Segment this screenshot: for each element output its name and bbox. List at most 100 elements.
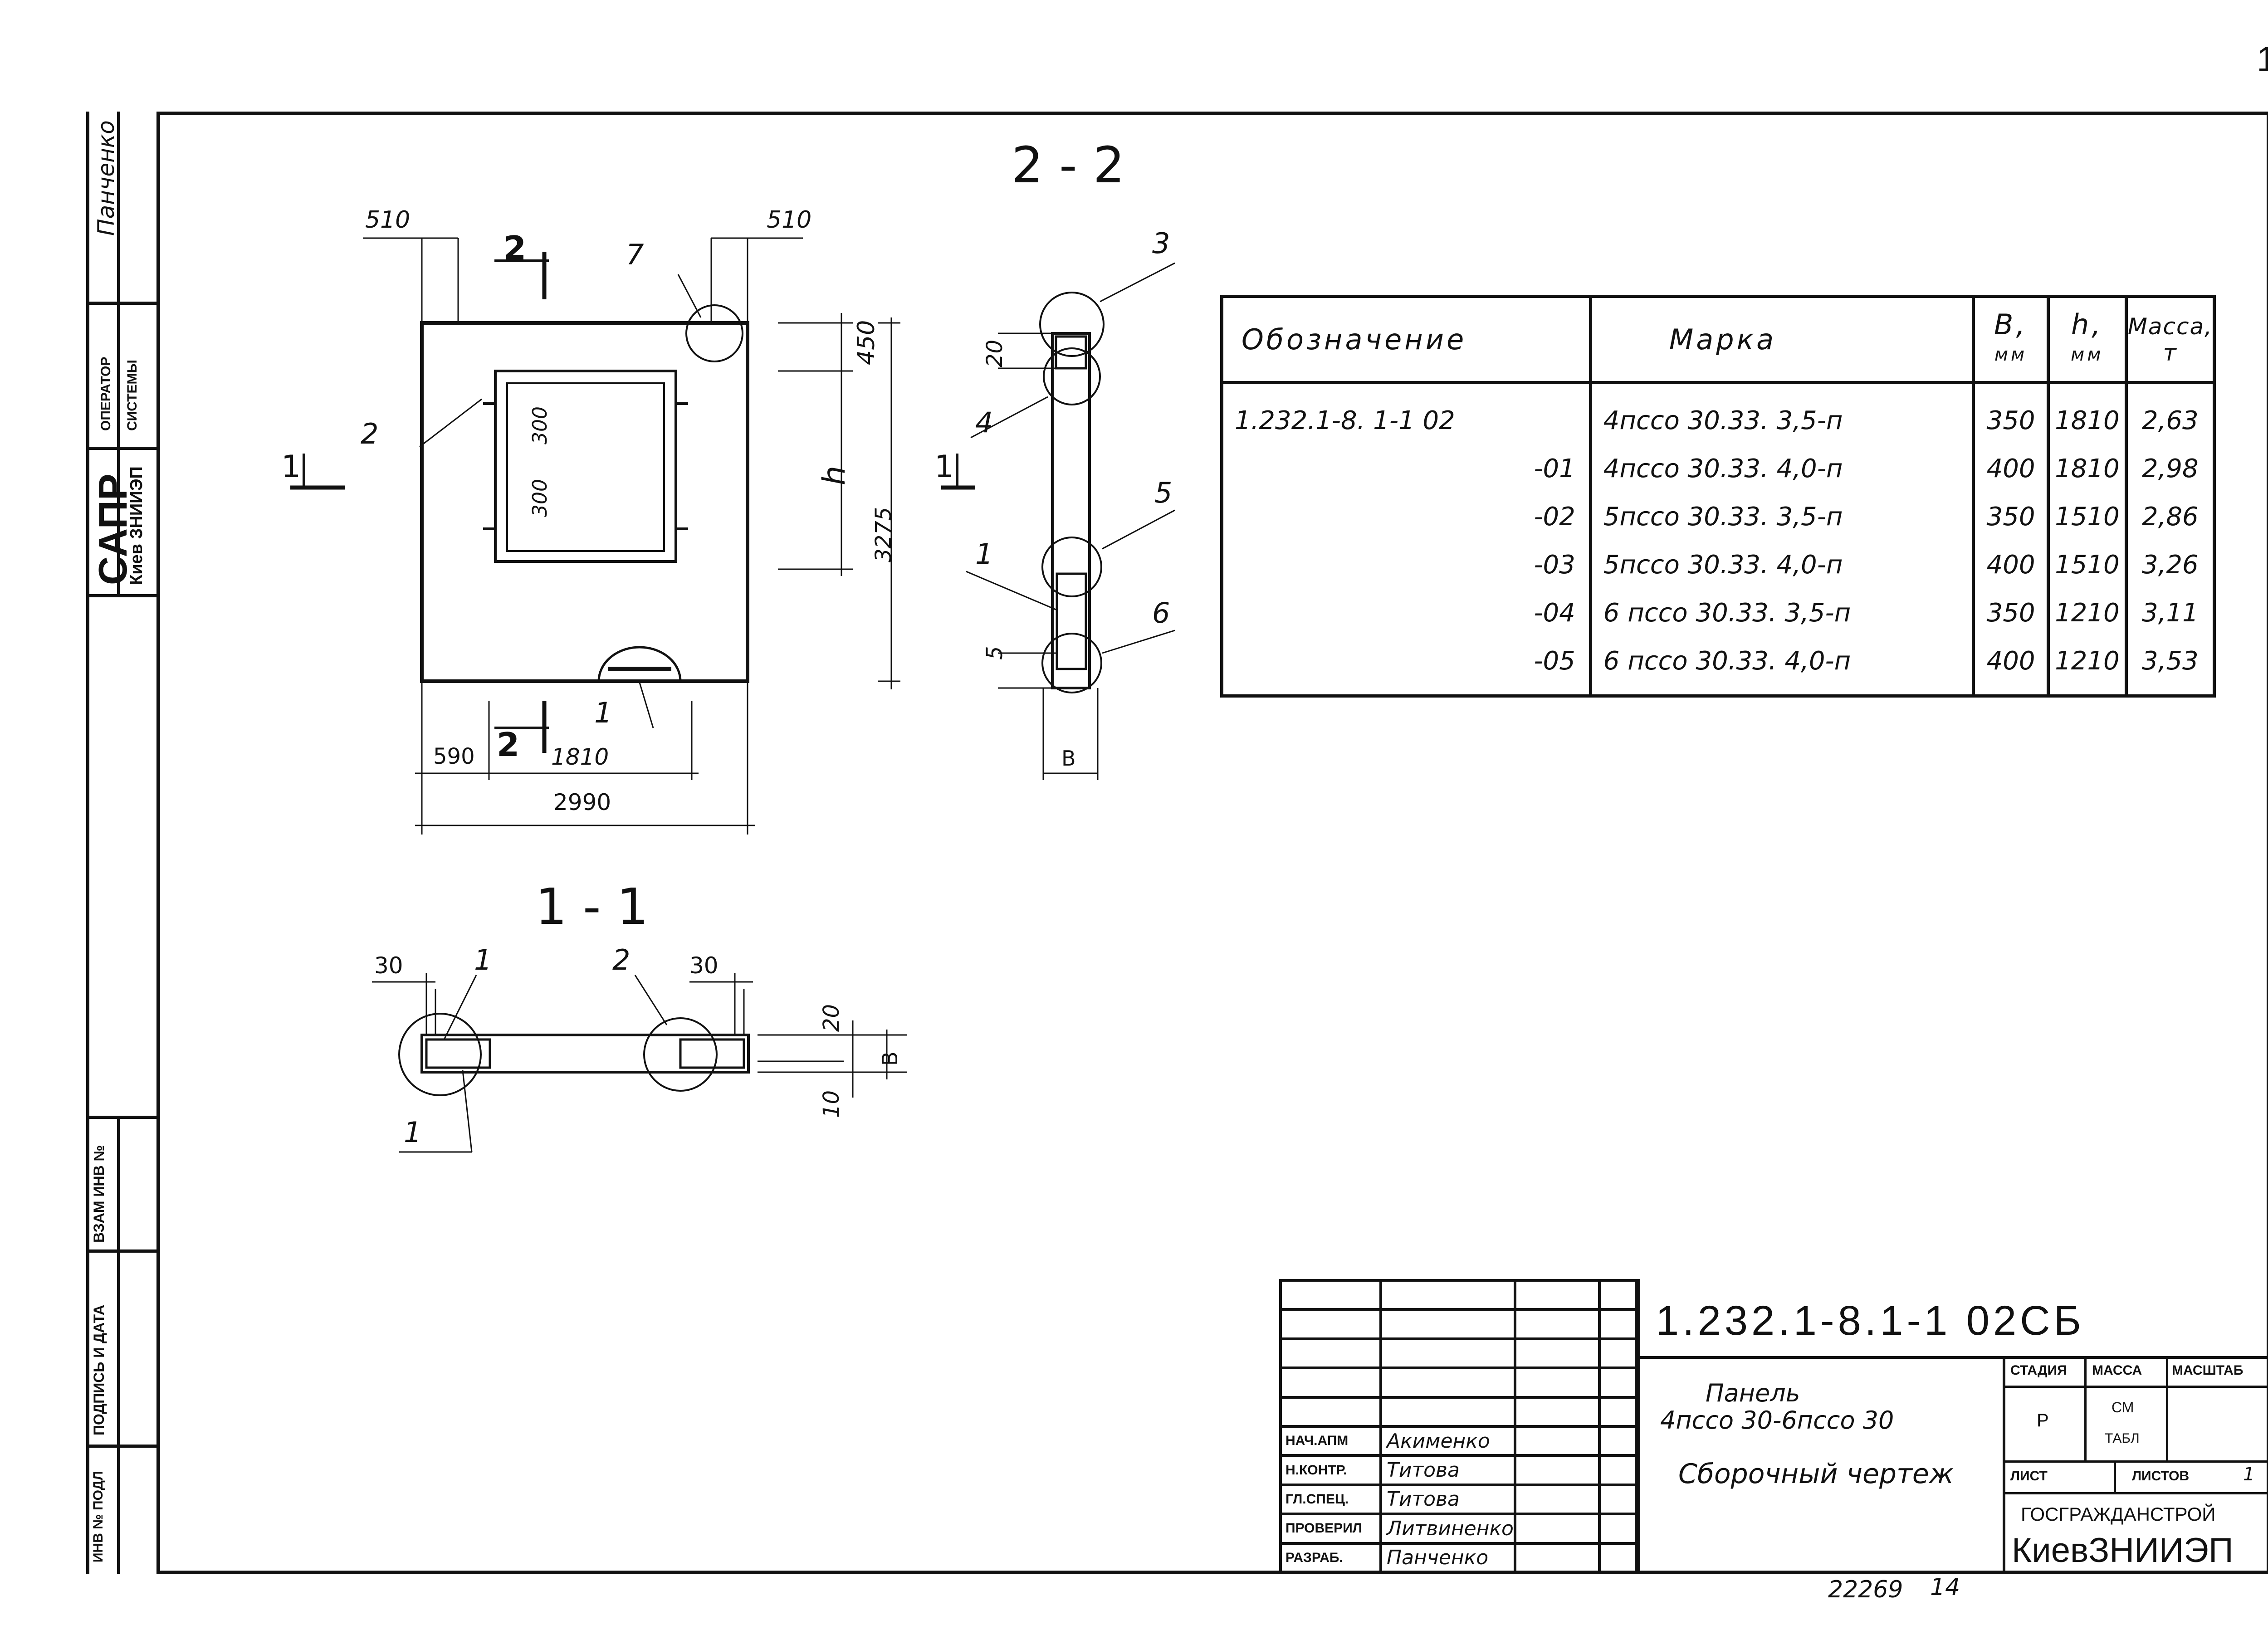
dim-b-bottom: B: [878, 1051, 902, 1066]
row-2-h: 1510: [2055, 502, 2120, 532]
row-0-designation: 1.232.1-8. 1-1 02: [1235, 406, 1455, 435]
sig-name-0: Акименко: [1379, 1425, 1516, 1457]
doc-code: 1.232.1-8.1-1 02СБ: [1656, 1298, 2085, 1344]
row-1-designation: -01: [1534, 454, 1575, 483]
row-4-mark: 6 пссо 30.33. 3,5-п: [1603, 598, 1851, 628]
row-2-mass: 2,86: [2142, 502, 2199, 532]
callout-4: 4: [975, 406, 993, 439]
header-b: B, мм: [1972, 295, 2050, 384]
row-3-mark: 5пссо 30.33. 4,0-п: [1603, 550, 1843, 580]
sig-row-1: Н.КОНТР. Титова: [1279, 1454, 1638, 1486]
sig-role-0: НАЧ.АПМ: [1279, 1425, 1382, 1457]
dim-2990: 2990: [553, 789, 611, 815]
sig-row-0: НАЧ.АПМ Акименко: [1279, 1425, 1638, 1457]
opening-inner: [506, 382, 665, 552]
header-mark: Марка: [1589, 295, 1975, 384]
row-1-mass: 2,98: [2142, 454, 2199, 483]
sig-row-3: ПРОВЕРИЛ Литвиненко: [1279, 1513, 1638, 1545]
bottom-callout-2: 2: [612, 943, 631, 976]
section-2-2-title: 2 - 2: [1012, 136, 1125, 194]
header-h-label: h,: [2071, 307, 2103, 341]
dim-5-side: 5: [982, 646, 1007, 660]
sig-role-2: ГЛ.СПЕЦ.: [1279, 1483, 1382, 1516]
sig-role-1: Н.КОНТР.: [1279, 1454, 1382, 1486]
sig-role-3: ПРОВЕРИЛ: [1279, 1513, 1382, 1545]
title-line-1: Панель: [1706, 1379, 1800, 1407]
section-1-1-title: 1 - 1: [535, 878, 649, 936]
callout-1: 1: [594, 696, 612, 729]
spec-body: 1.232.1-8. 1-1 02 -01 -02 -03 -04 -05 4п…: [1220, 381, 2216, 698]
row-1-mark: 4пссо 30.33. 4,0-п: [1603, 454, 1843, 483]
signature-grid: НАЧ.АПМ Акименко Н.КОНТР. Титова ГЛ.СПЕЦ…: [1279, 1279, 1638, 1574]
row-3-h: 1510: [2055, 550, 2120, 580]
row-3-mass: 3,26: [2142, 550, 2199, 580]
row-5-h: 1210: [2055, 646, 2120, 676]
sig-name-4: Панченко: [1379, 1542, 1516, 1574]
callout-3: 3: [1152, 227, 1170, 260]
sig-name-3: Литвиненко: [1379, 1513, 1516, 1545]
callout-1-side: 1: [975, 537, 993, 571]
dim-1810: 1810: [551, 744, 609, 770]
row-5-mark: 6 пссо 30.33. 4,0-п: [1603, 646, 1851, 676]
dim-510-left: 510: [365, 206, 411, 234]
stage-label: СТАДИЯ: [2010, 1363, 2067, 1378]
callout-section-1-right: 1: [934, 449, 954, 485]
sig-role-4: РАЗРАБ.: [1279, 1542, 1382, 1574]
row-3-b: 400: [1986, 550, 2035, 580]
dim-10-bottom: 10: [819, 1090, 844, 1118]
archive-number: 22269: [1828, 1576, 1903, 1603]
panel-outline: [420, 321, 749, 683]
col-mark: 4пссо 30.33. 3,5-п 4пссо 30.33. 4,0-п 5п…: [1589, 381, 1975, 698]
dim-590: 590: [433, 744, 475, 769]
sig-row-2: ГЛ.СПЕЦ. Титова: [1279, 1483, 1638, 1516]
mass-value-1: СМ: [2112, 1399, 2134, 1415]
dim-h: h: [816, 465, 852, 485]
mass-value-2: ТАБЛ: [2105, 1431, 2140, 1446]
sig-row-4: РАЗРАБ. Панченко: [1279, 1542, 1638, 1574]
detail-arc-1: [597, 646, 682, 682]
callout-6: 6: [1152, 596, 1170, 630]
row-0-mark: 4пссо 30.33. 3,5-п: [1603, 406, 1843, 435]
stage-value: Р: [2037, 1410, 2049, 1430]
dim-300-a: 300: [528, 406, 552, 444]
row-0-mass: 2,63: [2142, 406, 2199, 435]
callout-2-top: 2: [503, 229, 527, 267]
row-1-b: 400: [1986, 454, 2035, 483]
row-5-b: 400: [1986, 646, 2035, 676]
dim-450: 450: [853, 320, 880, 365]
archive-sheet: 14: [1930, 1574, 1960, 1601]
col-mass: 2,63 2,98 2,86 3,26 3,11 3,53: [2124, 381, 2216, 698]
dim-300-b: 300: [528, 479, 552, 517]
row-4-b: 350: [1986, 598, 2035, 628]
header-b-label: B,: [1994, 307, 2028, 341]
sheets-value: 1: [2243, 1464, 2255, 1485]
dim-b-side: B: [1061, 746, 1076, 771]
header-mass-label: Масса,: [2127, 313, 2213, 340]
dim-3275: 3275: [871, 507, 896, 562]
dim-20-side: 20: [982, 339, 1007, 367]
header-mass-unit: т: [2163, 339, 2177, 366]
row-0-b: 350: [1986, 406, 2035, 435]
col-designation: 1.232.1-8. 1-1 02 -01 -02 -03 -04 -05: [1220, 381, 1592, 698]
side-section: [1051, 332, 1091, 689]
scale-label: МАСШТАБ: [2172, 1363, 2244, 1378]
sheet-label: ЛИСТ: [2010, 1469, 2048, 1484]
row-2-mark: 5пссо 30.33. 3,5-п: [1603, 502, 1843, 532]
header-b-unit: мм: [1994, 344, 2028, 365]
row-0-h: 1810: [2055, 406, 2120, 435]
row-5-mass: 3,53: [2142, 646, 2199, 676]
title-line-3: Сборочный чертеж: [1678, 1458, 1954, 1490]
row-3-designation: -03: [1534, 550, 1575, 580]
bottom-callout-1b: 1: [404, 1116, 422, 1149]
row-4-designation: -04: [1534, 598, 1575, 628]
page-number: 13: [2257, 39, 2268, 79]
col-b: 350 400 350 400 350 400: [1972, 381, 2050, 698]
header-designation: Обозначение: [1220, 295, 1592, 384]
dim-20-bottom: 20: [819, 1004, 844, 1032]
callout-7: 7: [626, 238, 644, 271]
header-mass: Масса, т: [2124, 295, 2216, 384]
row-2-designation: -02: [1534, 502, 1575, 532]
row-2-b: 350: [1986, 502, 2035, 532]
row-4-mass: 3,11: [2142, 598, 2199, 628]
